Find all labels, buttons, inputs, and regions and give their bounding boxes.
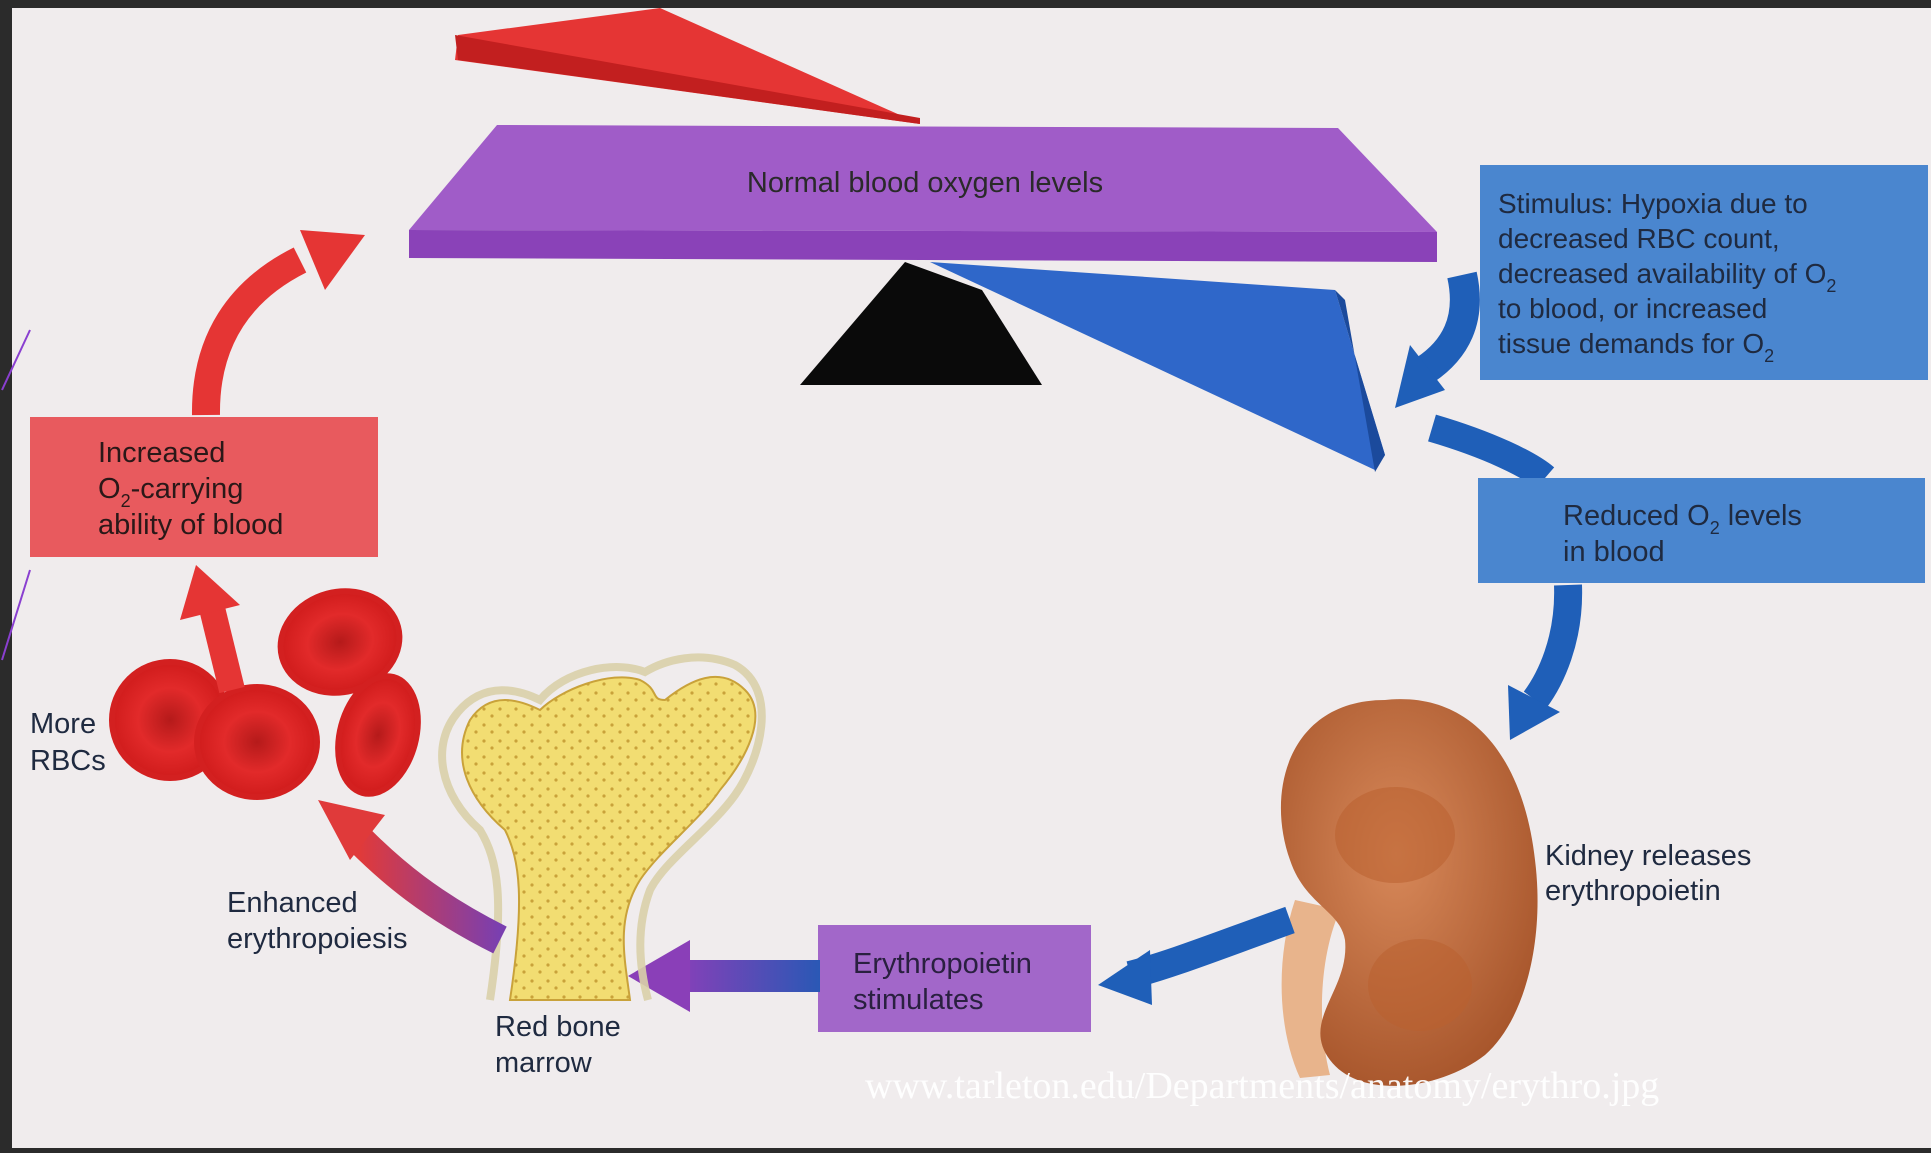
stimulus-box: Stimulus: Hypoxia due to decreased RBC c…	[1480, 165, 1928, 380]
beam-label: Normal blood oxygen levels	[747, 167, 1103, 199]
left-frame	[0, 0, 12, 1148]
svg-text:RBCs: RBCs	[30, 745, 106, 777]
svg-text:stimulates: stimulates	[853, 984, 984, 1016]
kidney-line1: Kidney releases	[1545, 840, 1751, 872]
epo-stimulates-box: Erythropoietin stimulates	[818, 925, 1091, 1032]
increased-line3: ability of blood	[98, 509, 283, 541]
svg-text:More: More	[30, 708, 96, 740]
erythropoiesis-line1: Enhanced	[227, 887, 358, 919]
svg-text:decreased RBC count,: decreased RBC count,	[1498, 223, 1780, 254]
kidney-line2: erythropoietin	[1545, 875, 1721, 907]
erythropoiesis-line2: erythropoiesis	[227, 923, 408, 955]
increased-line1: Increased	[98, 437, 225, 469]
increased-o2-box: Increased O2-carrying ability of blood	[30, 417, 378, 557]
svg-text:Kidney releases: Kidney releases	[1545, 840, 1751, 872]
rbcs-line2: RBCs	[30, 745, 106, 777]
svg-text:ability of blood: ability of blood	[98, 509, 283, 541]
reduced-o2-box: Reduced O2 levels in blood	[1478, 478, 1925, 583]
svg-text:Enhanced: Enhanced	[227, 887, 358, 919]
stimulus-line5: tissue demands for O	[1498, 328, 1764, 359]
epo-line1: Erythropoietin	[853, 948, 1032, 980]
svg-text:erythropoietin: erythropoietin	[1545, 875, 1721, 907]
svg-text:Erythropoietin: Erythropoietin	[853, 948, 1032, 980]
increased-line2a: O	[98, 473, 121, 505]
balance-beam: Normal blood oxygen levels	[409, 125, 1437, 262]
increased-line2b: -carrying	[131, 473, 244, 505]
stimulus-line3-sub: 2	[1826, 276, 1836, 296]
svg-text:Red bone: Red bone	[495, 1011, 621, 1043]
marrow-line1: Red bone	[495, 1011, 621, 1043]
svg-text:marrow: marrow	[495, 1047, 593, 1079]
kidney-icon	[1281, 699, 1538, 1086]
svg-text:Stimulus: Hypoxia due to: Stimulus: Hypoxia due to	[1498, 188, 1808, 219]
reduced-line2: in blood	[1563, 536, 1665, 568]
epo-line2: stimulates	[853, 984, 984, 1016]
stimulus-line1: Stimulus: Hypoxia due to	[1498, 188, 1808, 219]
stimulus-line2: decreased RBC count,	[1498, 223, 1780, 254]
stimulus-line4: to blood, or increased	[1498, 293, 1767, 324]
reduced-line1-rest: levels	[1720, 500, 1802, 532]
source-watermark: www.tarleton.edu/Departments/anatomy/ery…	[865, 1065, 1659, 1107]
svg-text:Increased: Increased	[98, 437, 225, 469]
top-frame	[0, 0, 1931, 8]
svg-text:to blood, or increased: to blood, or increased	[1498, 293, 1767, 324]
reduced-line1-sub: 2	[1710, 518, 1720, 538]
reduced-line1: Reduced O	[1563, 500, 1710, 532]
increased-line2-sub: 2	[121, 491, 131, 511]
stimulus-line3: decreased availability of O	[1498, 258, 1826, 289]
rbcs-line1: More	[30, 708, 96, 740]
stimulus-line5-sub: 2	[1764, 346, 1774, 366]
svg-text:in blood: in blood	[1563, 536, 1665, 568]
marrow-line2: marrow	[495, 1047, 593, 1079]
svg-text:erythropoiesis: erythropoiesis	[227, 923, 408, 955]
